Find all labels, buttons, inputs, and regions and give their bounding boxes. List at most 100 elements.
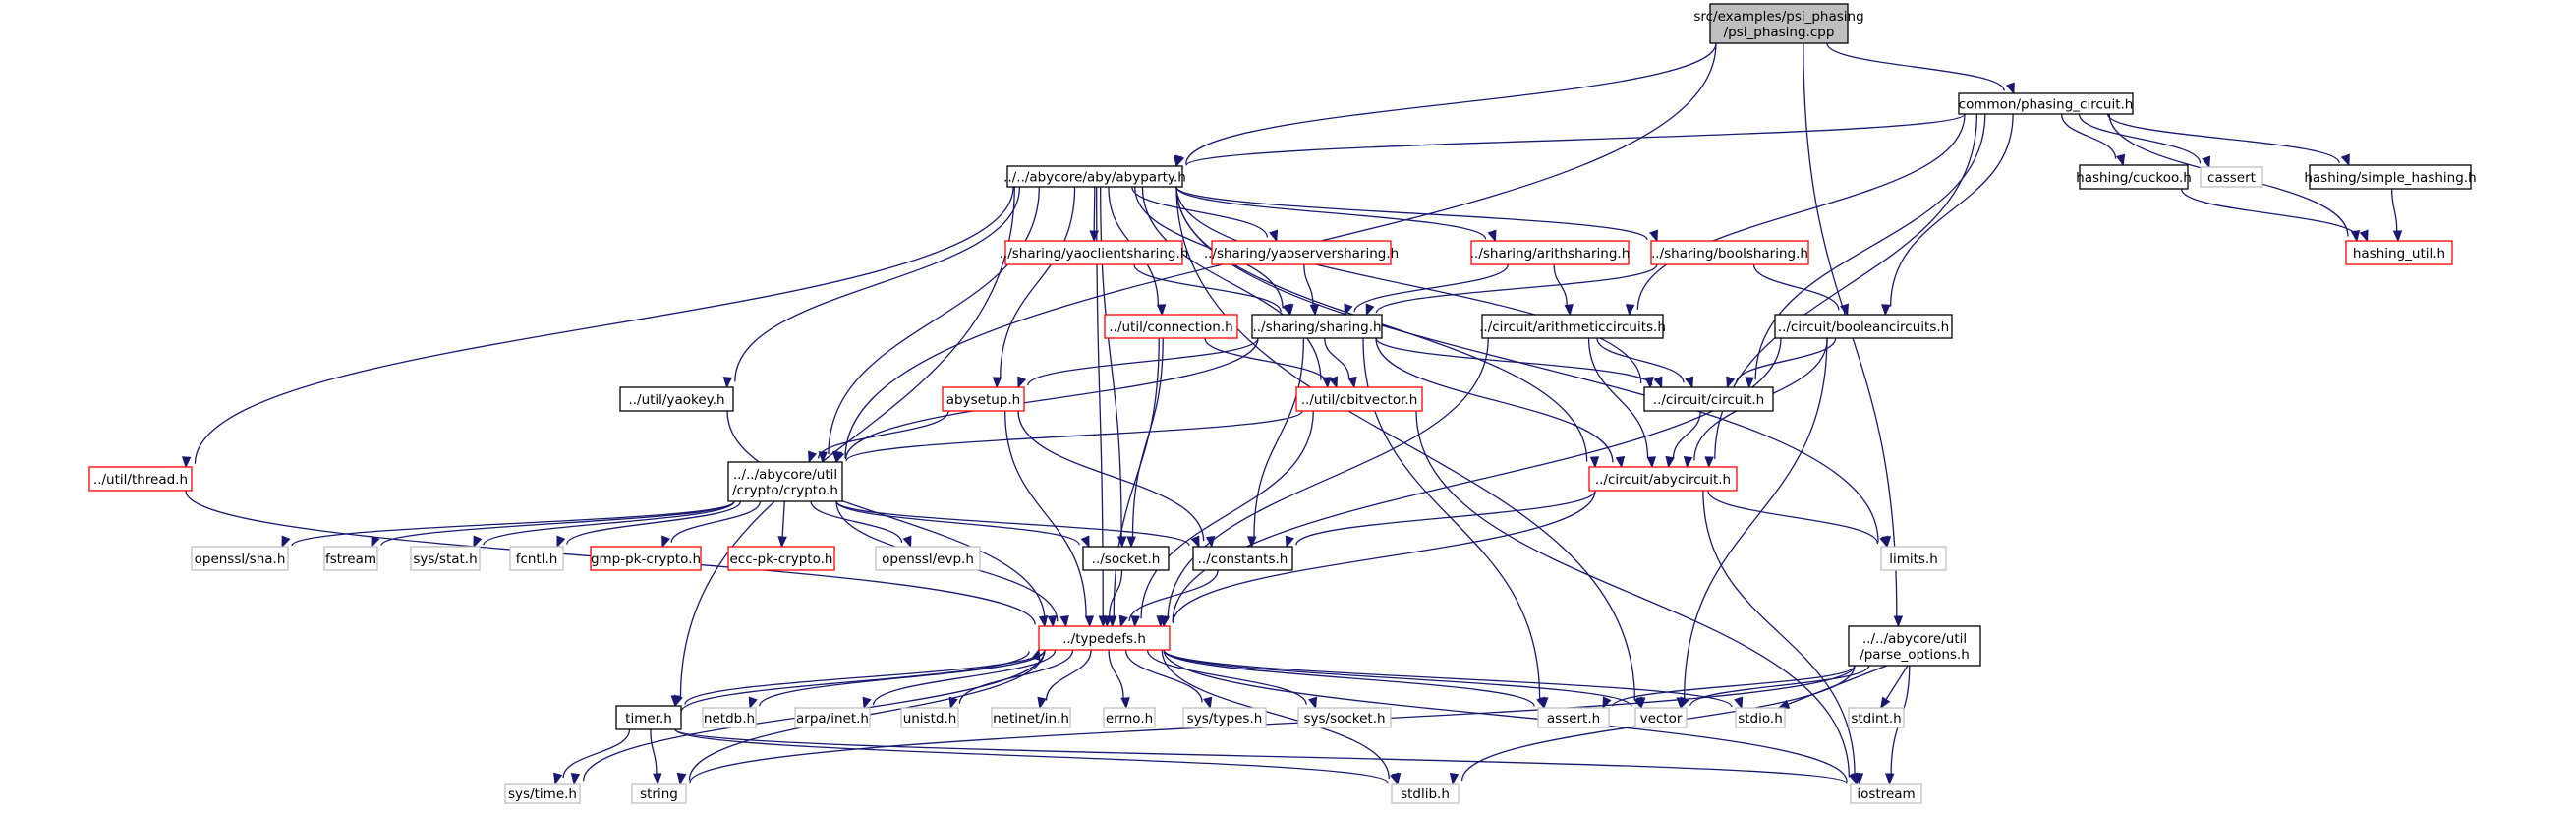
node-constants[interactable]: ../constants.h	[1192, 546, 1293, 571]
node-yaokey[interactable]: ../util/yaokey.h	[619, 386, 734, 412]
node-box	[1211, 240, 1392, 265]
node-box	[1004, 240, 1183, 265]
edge-abyparty-to-thread	[181, 186, 1014, 469]
node-label: hashing_util.h	[2353, 246, 2445, 262]
edge-line	[1353, 263, 1509, 313]
edge-abycircuit-to-constants	[1285, 490, 1596, 549]
edge-line	[1093, 186, 1096, 232]
node-systime: sys/time.h	[504, 783, 581, 804]
node-box	[1537, 707, 1610, 728]
node-arithshare[interactable]: ../sharing/arithsharing.h	[1470, 240, 1631, 265]
edge-phasing-to-arithcirc	[1625, 113, 1966, 317]
edge-line	[680, 651, 1030, 713]
edge-line	[2106, 113, 2340, 164]
node-asserth: assert.h	[1537, 707, 1610, 728]
edge-yaokey-to-typedefs	[726, 410, 1058, 628]
edge-parseopt-to-string	[677, 665, 1856, 785]
node-thread[interactable]: ../util/thread.h	[88, 466, 193, 492]
edge-arrowhead	[473, 535, 483, 549]
node-circuit[interactable]: ../circuit/circuit.h	[1643, 386, 1774, 412]
node-systypes: sys/types.h	[1182, 707, 1267, 728]
node-string: string	[631, 783, 687, 804]
edge-abyparty-to-crypto	[818, 186, 1040, 464]
node-boolshare[interactable]: ../sharing/boolsharing.h	[1650, 240, 1809, 265]
edge-line	[689, 665, 1856, 784]
edge-arrowhead	[1160, 614, 1171, 628]
node-cassert: cassert	[2200, 166, 2263, 188]
edge-arrowhead	[1130, 615, 1140, 628]
edge-constants-to-typedefs	[1118, 569, 1219, 628]
node-connection[interactable]: ../util/connection.h	[1104, 314, 1238, 339]
node-abycircuit[interactable]: ../circuit/abycircuit.h	[1588, 466, 1738, 492]
node-cuckoo[interactable]: hashing/cuckoo.h	[2076, 164, 2192, 190]
edge-crypto-to-sha	[281, 500, 735, 549]
node-label: ../circuit/booleancircuits.h	[1778, 320, 1949, 335]
edge-line	[1415, 410, 1851, 778]
edge-line	[1375, 337, 1653, 386]
node-psi[interactable]: src/examples/psi_phasing/psi_phasing.cpp	[1693, 3, 1864, 44]
edge-arrowhead	[1269, 229, 1279, 243]
edge-line	[483, 500, 735, 546]
edge-line	[1596, 337, 1685, 383]
edge-line	[1253, 337, 1305, 538]
edge-arrowhead	[1704, 456, 1714, 469]
edge-arrowhead	[1084, 615, 1095, 628]
edge-timer-to-iostream	[674, 728, 1858, 785]
node-label: ../sharing/arithsharing.h	[1470, 246, 1631, 262]
node-cbitvector[interactable]: ../util/cbitvector.h	[1295, 386, 1423, 412]
edge-line	[1885, 665, 1909, 700]
edge-line	[1027, 337, 1259, 386]
node-phasing[interactable]: common/phasing_circuit.h	[1958, 92, 2134, 115]
node-box	[1251, 314, 1383, 339]
edge-crypto-to-sysstat	[473, 500, 735, 549]
node-parseopt[interactable]: ../../abycore/util/parse_options.h	[1848, 625, 1981, 667]
edge-line	[1185, 42, 1717, 164]
node-abyparty[interactable]: ../../abycore/aby/abyparty.h	[1003, 165, 1186, 188]
node-syssocket: sys/socket.h	[1297, 707, 1392, 728]
node-label: fcntl.h	[516, 552, 558, 567]
edge-typedefs-to-errno	[1108, 649, 1130, 710]
node-iostream: iostream	[1850, 783, 1922, 804]
edge-line	[1124, 649, 1203, 703]
edge-arrowhead	[1329, 376, 1339, 389]
node-timer[interactable]: timer.h	[615, 705, 682, 730]
node-box	[590, 546, 702, 571]
node-sharing[interactable]: ../sharing/sharing.h	[1251, 314, 1383, 339]
edge-arithcirc-to-circuit	[1596, 337, 1694, 389]
edge-arrowhead	[1487, 229, 1497, 243]
edge-typedefs-to-netdb	[748, 649, 1046, 710]
edge-simplehash-to-hashutil	[2390, 188, 2403, 243]
node-hashutil[interactable]: hashing_util.h	[2345, 240, 2453, 265]
node-box	[900, 707, 959, 728]
edge-arrowhead	[661, 535, 671, 549]
edge-line	[817, 410, 949, 459]
edge-arrowhead	[1103, 615, 1113, 628]
edge-typedefs-to-unistd	[948, 649, 1074, 710]
edge-line	[1587, 337, 1649, 459]
edge-arrowhead	[1126, 536, 1136, 549]
edge-line	[562, 728, 631, 779]
node-typedefs[interactable]: ../typedefs.h	[1038, 625, 1171, 651]
node-label: arpa/inet.h	[796, 711, 869, 727]
edge-abycircuit-to-typedefs	[1160, 490, 1596, 628]
node-boolcirc[interactable]: ../circuit/booleancircuits.h	[1774, 314, 1953, 339]
edge-line	[1689, 665, 1870, 707]
edge-line	[1146, 649, 1307, 705]
node-sysstat: sys/stat.h	[410, 546, 481, 571]
node-gmp[interactable]: gmp-pk-crypto.h	[590, 546, 702, 571]
edge-arrowhead	[1017, 376, 1027, 389]
edge-line	[650, 728, 658, 775]
node-box	[1958, 92, 2134, 115]
node-abysetup[interactable]: abysetup.h	[942, 386, 1025, 412]
edge-line	[1175, 186, 1635, 701]
node-yaoclient[interactable]: ../sharing/yaoclientsharing.h	[1000, 240, 1189, 265]
node-yaoserver[interactable]: ../sharing/yaoserversharing.h	[1204, 240, 1399, 265]
edge-crypto-to-ecc	[777, 500, 787, 549]
node-crypto[interactable]: ../../abycore/util/crypto/crypto.h	[727, 461, 843, 502]
node-socket[interactable]: ../socket.h	[1082, 546, 1170, 571]
node-ecc[interactable]: ecc-pk-crypto.h	[727, 546, 835, 571]
edge-arrowhead	[1536, 696, 1546, 710]
node-simplehash[interactable]: hashing/simple_hashing.h	[2304, 164, 2477, 190]
edge-line	[1108, 649, 1124, 699]
node-arithcirc[interactable]: ../circuit/arithmeticcircuits.h	[1479, 314, 1666, 339]
